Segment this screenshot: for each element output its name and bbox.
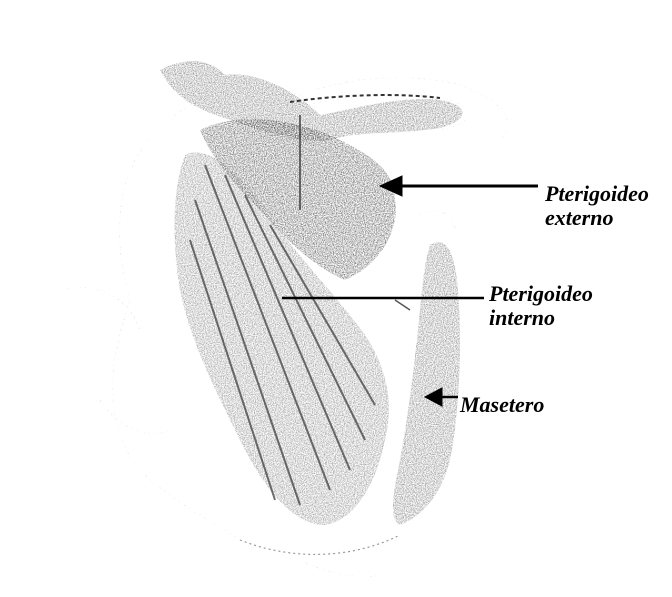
label-masetero: Masetero [460,393,544,417]
label-pterigoideo-interno: Pterigoideo interno [489,282,593,330]
label-pterigoideo-externo-line2: externo [545,206,649,230]
label-pterigoideo-externo-line1: Pterigoideo [545,182,649,206]
label-pterigoideo-externo: Pterigoideo externo [545,182,649,230]
label-pterigoideo-interno-line1: Pterigoideo [489,282,593,306]
label-pterigoideo-interno-line2: interno [489,306,593,330]
masetero-muscle [393,242,460,525]
